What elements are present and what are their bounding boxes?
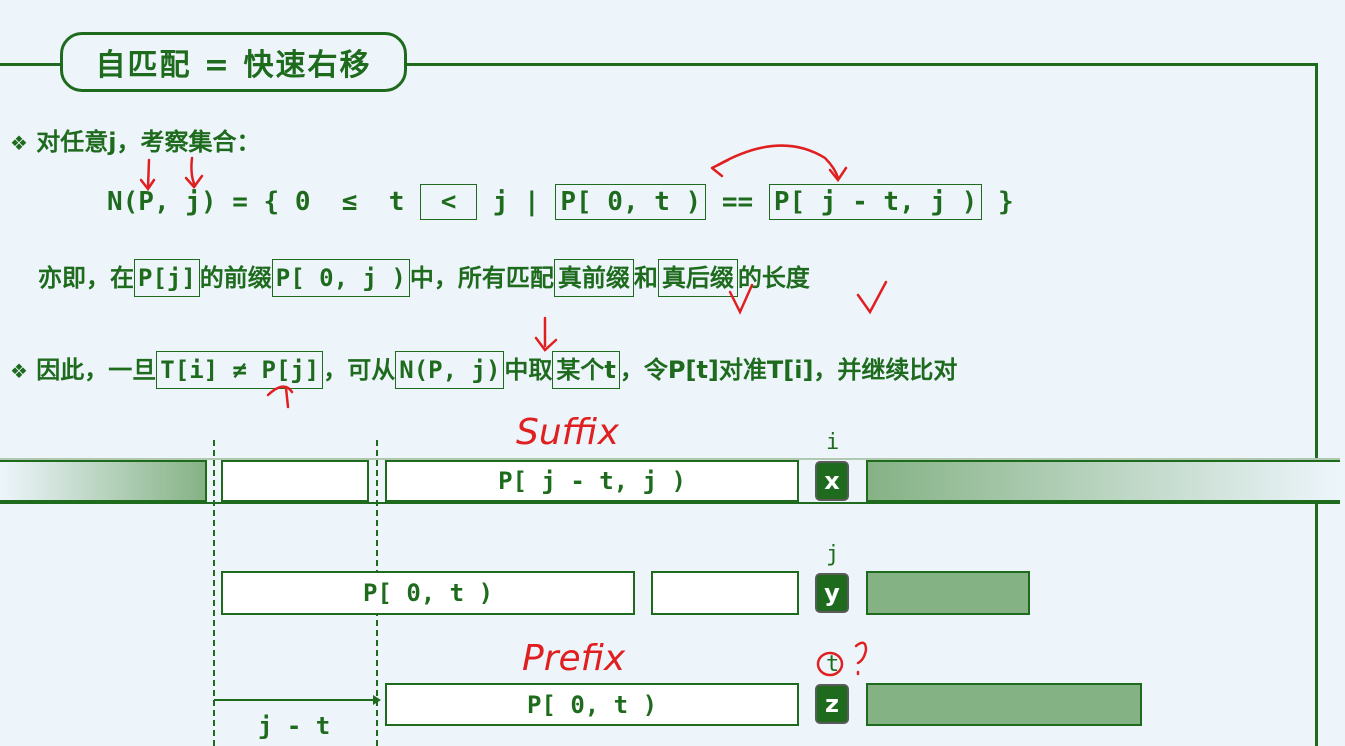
formula-eq: == bbox=[706, 187, 769, 217]
pattern-blank-segment bbox=[651, 571, 799, 615]
text-right-fade-segment bbox=[866, 460, 1340, 502]
frame-top-left bbox=[0, 63, 62, 66]
text-row-top-line bbox=[0, 458, 1340, 460]
index-label-i: i bbox=[826, 430, 840, 455]
bullet-1-text: 对任意j，考察集合： bbox=[36, 128, 261, 156]
index-label-j: j bbox=[826, 542, 840, 567]
bullet-icon: ❖ bbox=[10, 131, 28, 155]
line2-box-true-prefix: 真前缀 bbox=[553, 259, 634, 297]
set-formula: N(P, j) = { 0 ≤ t < j | P[ 0, t ) == P[ … bbox=[107, 184, 1014, 220]
shifted-rest-segment bbox=[866, 683, 1142, 726]
line2-t2: 的前缀 bbox=[199, 264, 272, 292]
bullet2-t3: 中取 bbox=[504, 356, 553, 384]
bullet2-t2: ，可从 bbox=[323, 356, 396, 384]
line2-t1: 亦即，在 bbox=[38, 264, 134, 292]
shift-arrow bbox=[214, 695, 381, 705]
bullet2-t1: 因此，一旦 bbox=[36, 356, 157, 384]
slide-title: 自匹配 = 快速右移 bbox=[60, 32, 407, 92]
prefix-annotation: Prefix bbox=[522, 638, 626, 679]
shifted-prefix-segment: P[ 0, t ) bbox=[385, 683, 799, 726]
formula-lhs: N(P, j) = { 0 ≤ t bbox=[107, 187, 421, 217]
text-segment-blank bbox=[221, 460, 369, 502]
line2-t3: 中，所有匹配 bbox=[409, 264, 554, 292]
pattern-rest-segment bbox=[866, 571, 1030, 615]
line2-box-prefix: P[ 0, j ) bbox=[271, 259, 410, 297]
line2-t4: 和 bbox=[633, 264, 658, 292]
line2-box-true-suffix: 真后缀 bbox=[657, 259, 738, 297]
bullet2-box-mismatch: T[i] ≠ P[j] bbox=[156, 351, 324, 389]
bullet2-box-some-t: 某个t bbox=[552, 351, 620, 389]
bullet2-box-set: N(P, j) bbox=[395, 351, 505, 389]
formula-lt-box: < bbox=[420, 184, 478, 220]
bullet-line-1: ❖ 对任意j，考察集合： bbox=[10, 122, 261, 157]
frame-right bbox=[1315, 63, 1318, 746]
dashed-guide-left bbox=[213, 440, 215, 746]
formula-suffix-box: P[ j - t, j ) bbox=[768, 184, 983, 220]
formula-mid: j | bbox=[477, 187, 556, 217]
pattern-prefix-segment: P[ 0, t ) bbox=[221, 571, 635, 615]
shifted-char-z: z bbox=[815, 684, 849, 724]
formula-end: } bbox=[982, 187, 1014, 217]
text-row-bottom-line bbox=[0, 502, 1340, 504]
index-label-t: t bbox=[826, 652, 840, 677]
bullet2-t4: ，令P[t]对准T[i]，并继续比对 bbox=[619, 356, 958, 384]
formula-prefix-box: P[ 0, t ) bbox=[555, 184, 707, 220]
text-left-fade-segment bbox=[0, 460, 207, 502]
suffix-annotation: Suffix bbox=[516, 412, 619, 453]
text-char-x: x bbox=[815, 461, 849, 501]
pattern-char-y: y bbox=[815, 573, 849, 613]
line2-box-pj: P[j] bbox=[134, 259, 200, 297]
frame-top-right bbox=[406, 63, 1318, 66]
bullet-icon: ❖ bbox=[10, 359, 28, 383]
shift-label: j - t bbox=[258, 712, 331, 740]
text-segment-suffix: P[ j - t, j ) bbox=[385, 460, 799, 502]
